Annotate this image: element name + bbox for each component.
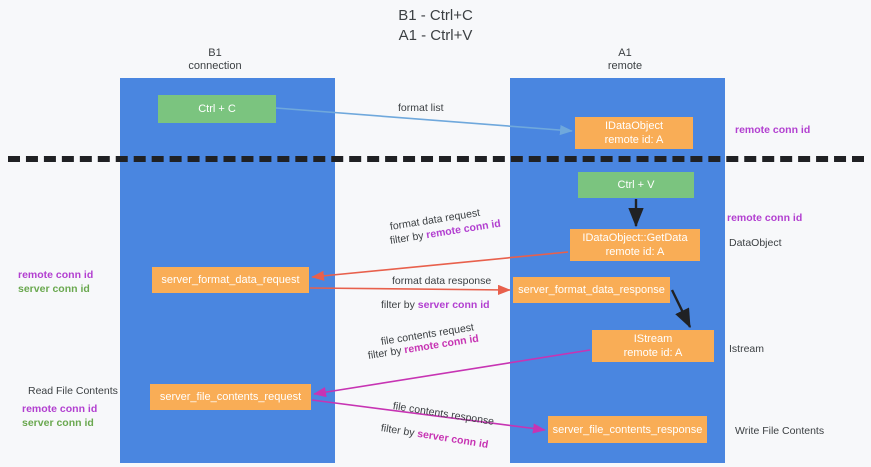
node-ctrl-v-label: Ctrl + V [617, 179, 655, 191]
annotation-left-conn-ids-mid: remote conn id server conn id [18, 268, 93, 296]
edge-label-format-list-text: format list [398, 102, 444, 114]
column-header-b1-role: connection [188, 60, 242, 72]
annotation-remote-conn-id-top: remote conn id [735, 124, 811, 136]
column-header-b1-name: B1 [208, 47, 222, 59]
node-idataobject-getdata-sub: remote id: A [605, 246, 665, 258]
filter-prefix: filter by [380, 422, 419, 440]
annotation-left-remote-conn-id-mid: remote conn id [18, 269, 94, 281]
node-idataobject-sub: remote id: A [604, 134, 664, 146]
node-idataobject-label: IDataObject [604, 120, 664, 132]
node-server-file-contents-request-label: server_file_contents_request [159, 391, 302, 403]
edge-label-format-data-response-filter: filter by server conn id [381, 298, 490, 312]
node-idataobject-getdata-label: IDataObject::GetData [582, 232, 688, 244]
node-istream[interactable]: IStream remote id: A [592, 330, 714, 362]
edge-label-format-list: format list [398, 101, 444, 115]
node-ctrl-v[interactable]: Ctrl + V [578, 172, 694, 198]
node-idataobject-getdata[interactable]: IDataObject::GetData remote id: A [570, 229, 700, 261]
node-server-format-data-request-label: server_format_data_request [161, 274, 300, 286]
filter-key-server-conn-id: server conn id [417, 299, 490, 311]
title-line-1: B1 - Ctrl+C [398, 7, 473, 24]
annotation-dataobject: DataObject [729, 237, 782, 249]
annotation-read-file-contents: Read File Contents [28, 385, 118, 397]
filter-prefix: filter by [367, 344, 406, 362]
annotation-left-remote-conn-id-bottom: remote conn id [22, 403, 98, 415]
node-server-format-data-response-label: server_format_data_response [518, 284, 665, 296]
edge-label-format-data-response-text: format data response [392, 275, 492, 287]
column-header-a1: A1 remote [545, 47, 705, 73]
annotation-istream: Istream [729, 343, 765, 355]
node-ctrl-c[interactable]: Ctrl + C [158, 95, 276, 123]
node-server-file-contents-response[interactable]: server_file_contents_response [548, 416, 707, 443]
edge-label-format-data-response: format data response [392, 274, 491, 288]
diagram-title: B1 - Ctrl+C A1 - Ctrl+V [0, 6, 871, 46]
column-header-b1: B1 connection [150, 47, 280, 73]
annotation-remote-conn-id-mid: remote conn id [727, 212, 803, 224]
edge-label-file-contents-response-text: file contents response [392, 400, 495, 428]
title-line-2: A1 - Ctrl+V [398, 27, 473, 44]
annotation-write-file-contents: Write File Contents [735, 425, 825, 437]
annotation-left-conn-ids-bottom: remote conn id server conn id [22, 402, 97, 430]
node-istream-sub: remote id: A [623, 347, 683, 359]
node-server-file-contents-response-label: server_file_contents_response [552, 423, 703, 436]
filter-prefix: filter by [381, 299, 418, 311]
annotation-left-server-conn-id-bottom: server conn id [22, 417, 94, 429]
column-header-a1-name: A1 [618, 47, 632, 59]
node-server-format-data-response[interactable]: server_format_data_response [513, 277, 670, 303]
column-header-a1-role: remote [607, 60, 643, 72]
phase-divider [8, 156, 864, 162]
annotation-left-server-conn-id-mid: server conn id [18, 283, 90, 295]
node-ctrl-c-label: Ctrl + C [198, 103, 236, 115]
filter-key-server-conn-id: server conn id [416, 427, 490, 451]
node-idataobject[interactable]: IDataObject remote id: A [575, 117, 693, 149]
node-server-file-contents-request[interactable]: server_file_contents_request [150, 384, 311, 410]
node-server-format-data-request[interactable]: server_format_data_request [152, 267, 309, 293]
node-istream-label: IStream [633, 333, 673, 345]
